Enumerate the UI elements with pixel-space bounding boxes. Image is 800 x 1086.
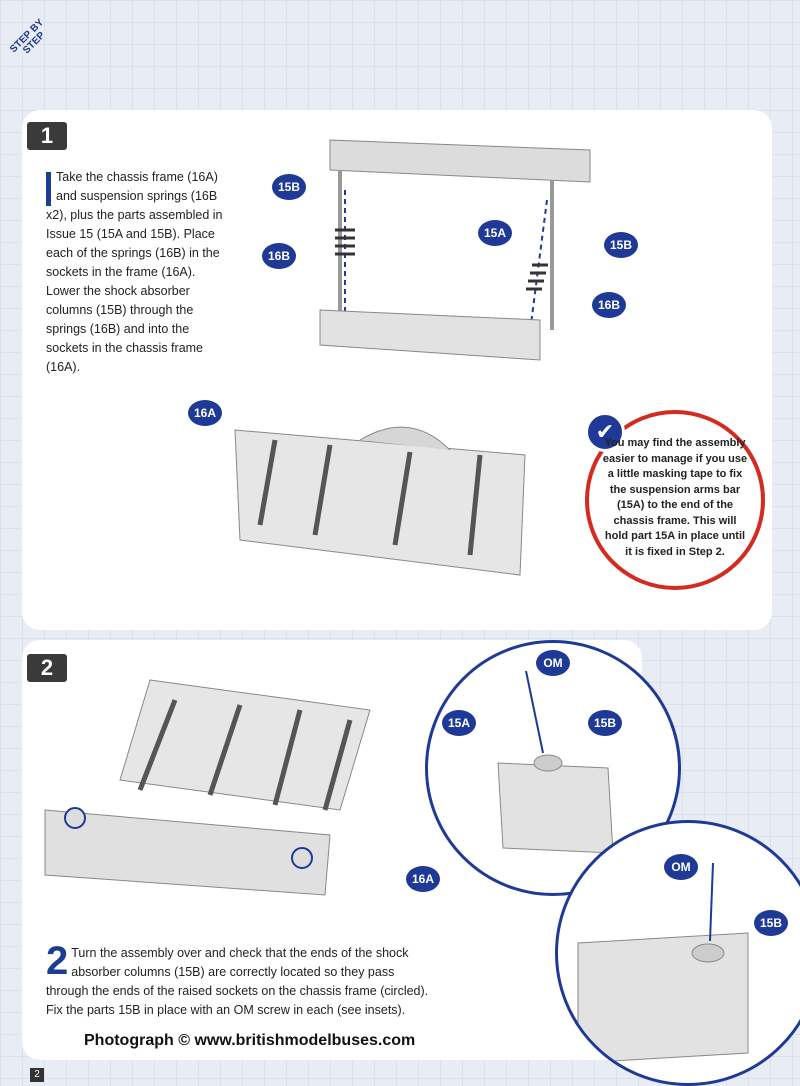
label-16a: 16A	[188, 400, 222, 426]
step-1-illustration	[234, 139, 591, 576]
inset-top-drawing	[497, 670, 614, 854]
label-15b-left: 15B	[272, 174, 306, 200]
step-2-text: Turn the assembly over and check that th…	[46, 946, 429, 1017]
step-1-text: Take the chassis frame (16A) and suspens…	[46, 170, 223, 374]
inset-bottom-drawing	[577, 862, 749, 1064]
step-1-instructions: Take the chassis frame (16A) and suspens…	[46, 168, 224, 377]
step-1-number: 1	[27, 122, 67, 150]
tip-text: You may find the assembly easier to mana…	[602, 437, 748, 558]
label-om-top: OM	[536, 650, 570, 676]
step-2-number: 2	[27, 654, 67, 682]
label-om-bottom: OM	[664, 854, 698, 880]
label-16b-left: 16B	[262, 243, 296, 269]
label-15b-right: 15B	[604, 232, 638, 258]
photo-credit: Photograph © www.britishmodelbuses.com	[84, 1032, 416, 1049]
page-number: 2	[30, 1068, 44, 1082]
label-15a-inset: 15A	[442, 710, 476, 736]
tip-callout: ✔ You may find the assembly easier to ma…	[585, 410, 765, 590]
step-2-illustration	[44, 679, 371, 896]
step-1-dropcap	[46, 172, 51, 206]
label-15b-inset-top: 15B	[588, 710, 622, 736]
label-15b-inset-bottom: 15B	[754, 910, 788, 936]
step-2-dropcap: 2	[46, 939, 69, 983]
label-16a-step2: 16A	[406, 866, 440, 892]
label-16b-right: 16B	[592, 292, 626, 318]
check-icon: ✔	[585, 412, 625, 452]
label-15a: 15A	[478, 220, 512, 246]
